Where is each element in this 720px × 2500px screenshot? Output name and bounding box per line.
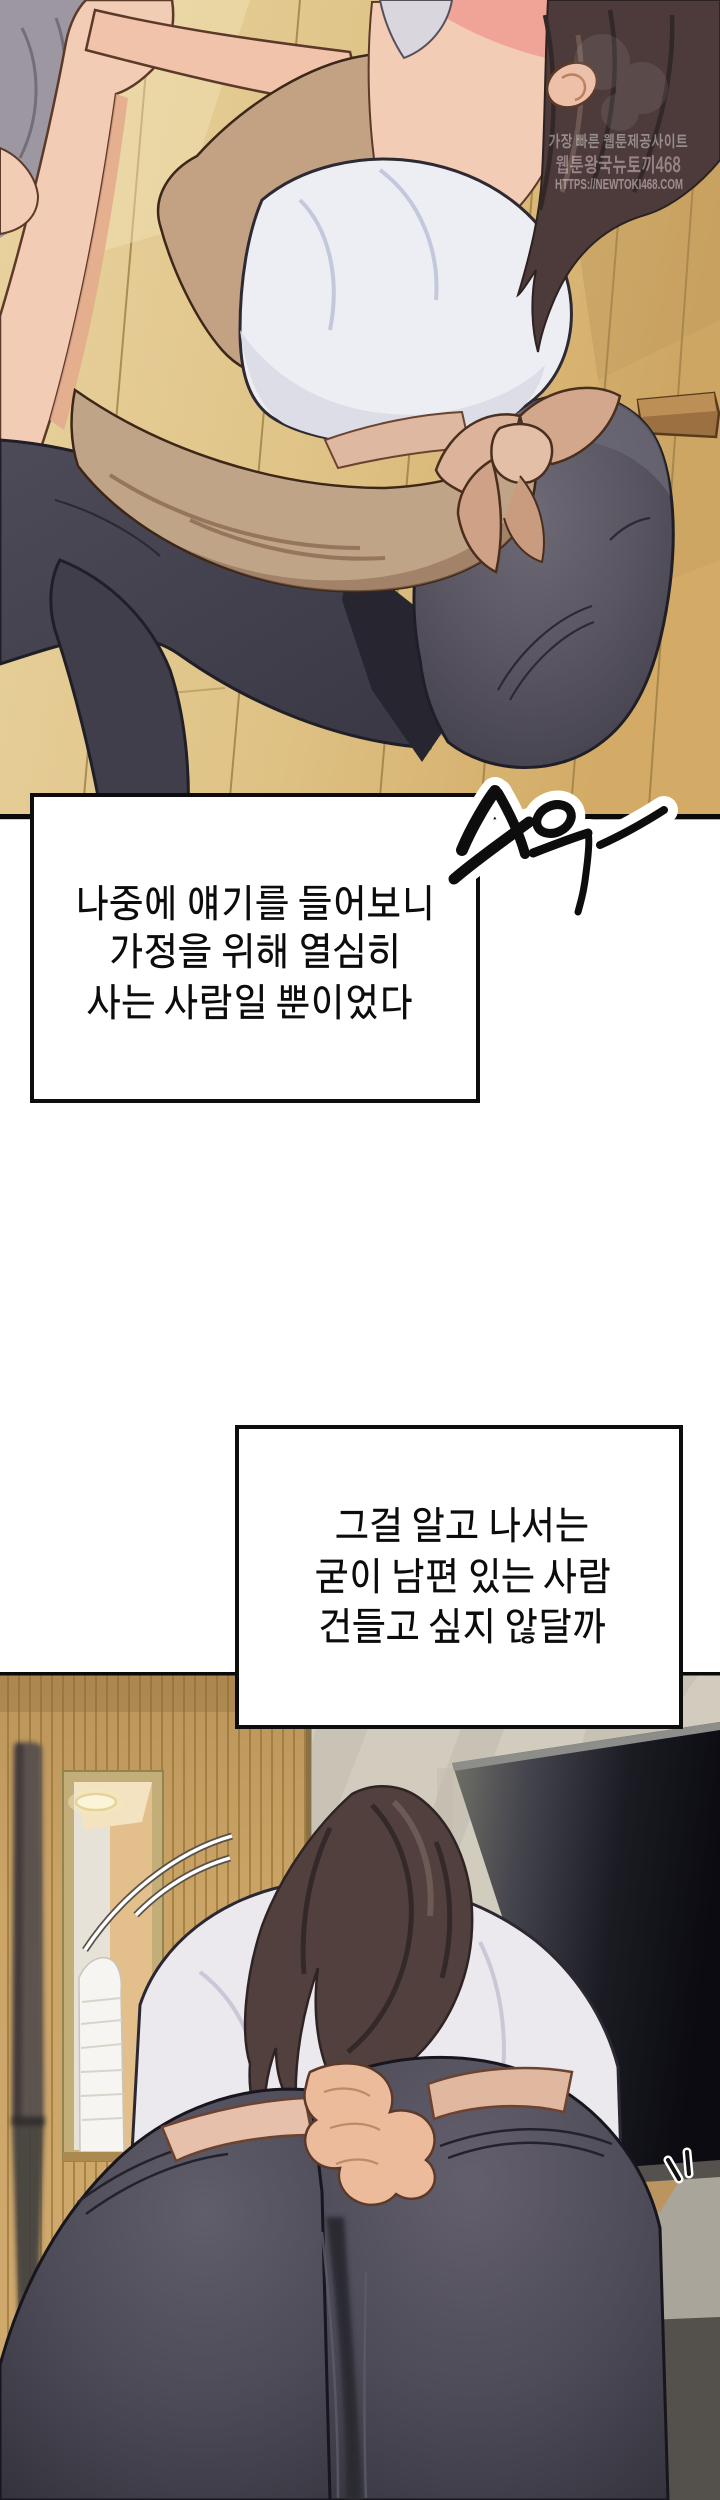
svg-text:HTTPS://NEWTOKI468.COM: HTTPS://NEWTOKI468.COM <box>555 177 683 193</box>
